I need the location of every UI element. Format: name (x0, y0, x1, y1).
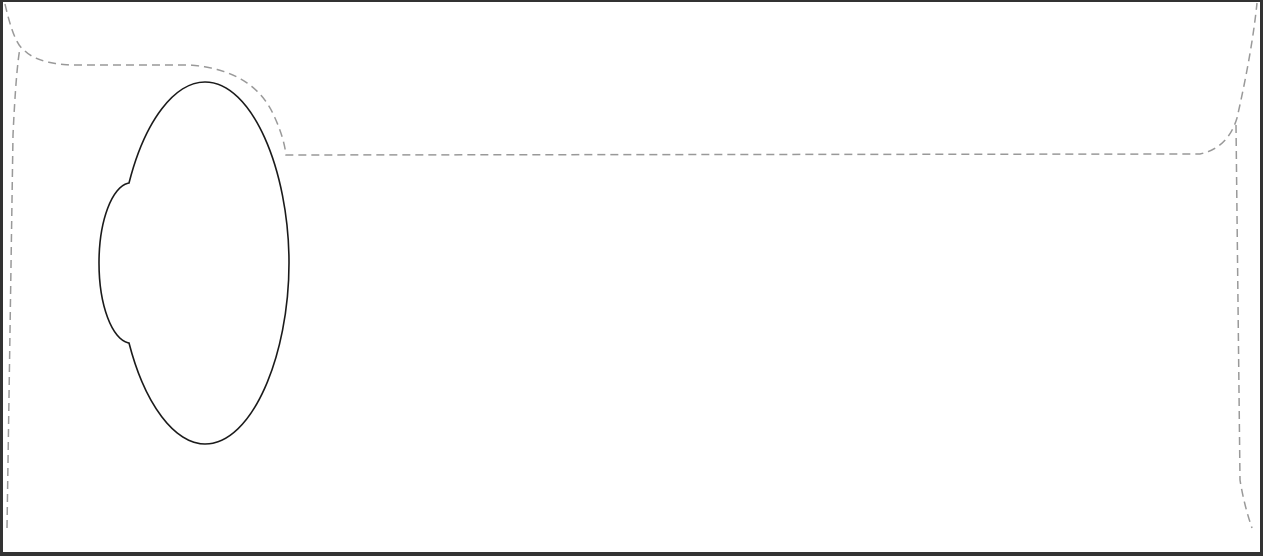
envelope-template-drawing (4, 2, 1258, 529)
right-fold-line (1235, 124, 1253, 529)
die-cut-window-outline (98, 81, 290, 445)
left-fold-line (6, 47, 21, 529)
top-flap-fold-line (4, 2, 1258, 156)
